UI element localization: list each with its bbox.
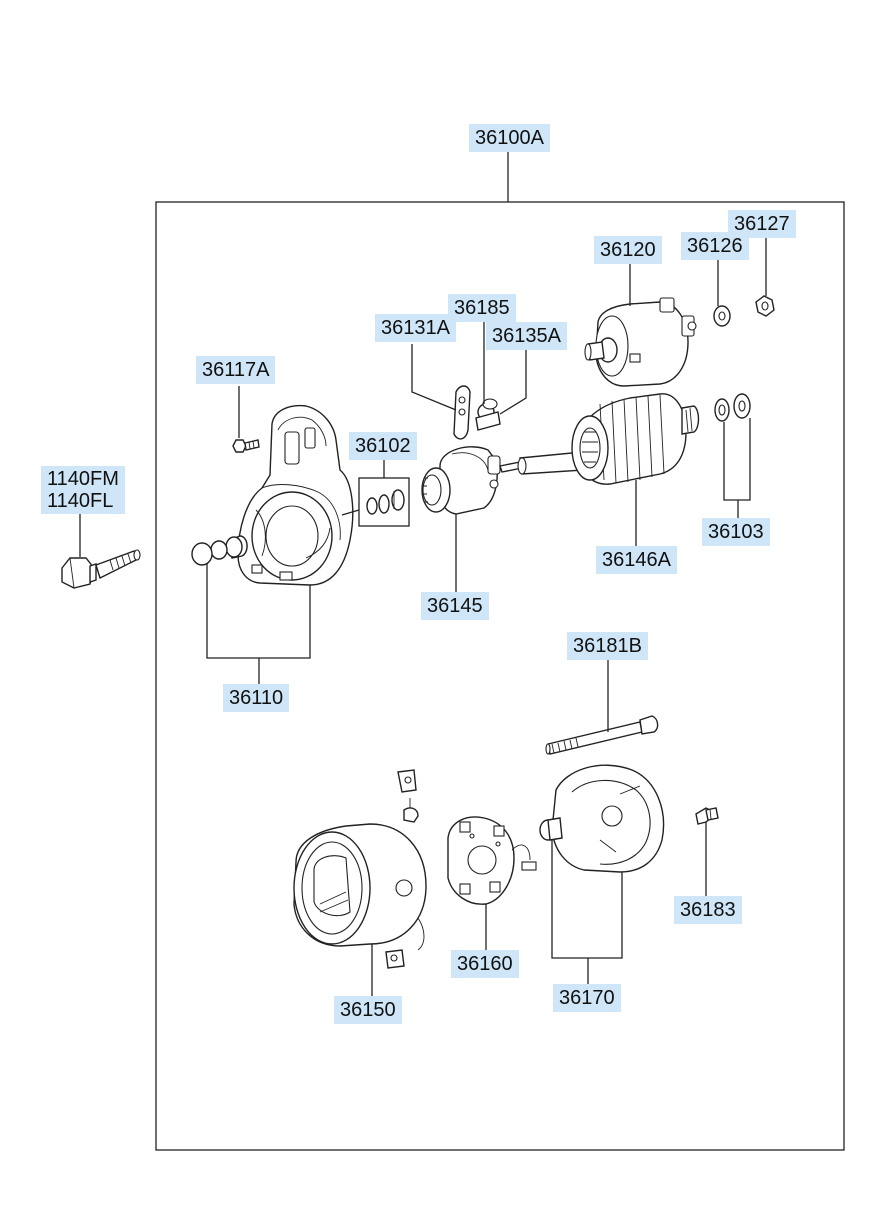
label-bolt-1140fm-1140fl[interactable]: 1140FM 1140FL xyxy=(41,466,125,514)
leader-36131a xyxy=(411,344,457,411)
pinion-clutch-36145-part[interactable] xyxy=(421,446,501,515)
nut-36127-part[interactable] xyxy=(755,295,775,317)
armature-36146a-part[interactable] xyxy=(499,393,700,485)
leader-36102b xyxy=(341,509,360,516)
leader-36110 xyxy=(206,563,311,684)
label-36126[interactable]: 36126 xyxy=(681,232,749,260)
screw-36183-part[interactable] xyxy=(695,807,719,825)
label-36102[interactable]: 36102 xyxy=(349,432,417,460)
label-36110[interactable]: 36110 xyxy=(223,684,290,712)
bolt-36117a-part[interactable] xyxy=(232,386,260,453)
front-housing-36110-part[interactable] xyxy=(191,404,354,586)
leader-36170 xyxy=(551,840,623,984)
leader-36135a xyxy=(499,350,527,415)
label-36183[interactable]: 36183 xyxy=(674,896,742,924)
washer-36126-part[interactable] xyxy=(713,305,731,327)
label-36117a[interactable]: 36117A xyxy=(196,356,276,384)
label-36135a[interactable]: 36135A xyxy=(486,322,567,350)
lever-assembly-part[interactable] xyxy=(453,385,501,440)
label-36103[interactable]: 36103 xyxy=(702,518,770,546)
long-bolt-part[interactable] xyxy=(61,512,141,589)
label-36146a[interactable]: 36146A xyxy=(596,546,677,574)
label-36145[interactable]: 36145 xyxy=(421,592,489,620)
assembly-frame xyxy=(155,201,845,1151)
through-bolt-36181b-part[interactable] xyxy=(545,715,659,755)
solenoid-36120-part[interactable] xyxy=(584,297,697,387)
washers-36103-part[interactable] xyxy=(714,393,751,422)
label-36131a[interactable]: 36131A xyxy=(375,314,456,342)
label-36120[interactable]: 36120 xyxy=(594,236,662,264)
yoke-36150-part[interactable] xyxy=(293,769,427,969)
leader-36103 xyxy=(723,418,751,520)
label-36170[interactable]: 36170 xyxy=(553,984,621,1012)
label-36185[interactable]: 36185 xyxy=(448,294,516,322)
label-36181b[interactable]: 36181B xyxy=(567,632,648,660)
rear-cover-36170-part[interactable] xyxy=(539,764,665,873)
brush-holder-36160-part[interactable] xyxy=(447,816,537,905)
label-assembly-36100a[interactable]: 36100A xyxy=(469,124,550,152)
bushings-36102-part[interactable] xyxy=(358,477,410,527)
label-36160[interactable]: 36160 xyxy=(451,950,519,978)
label-36150[interactable]: 36150 xyxy=(334,996,402,1024)
